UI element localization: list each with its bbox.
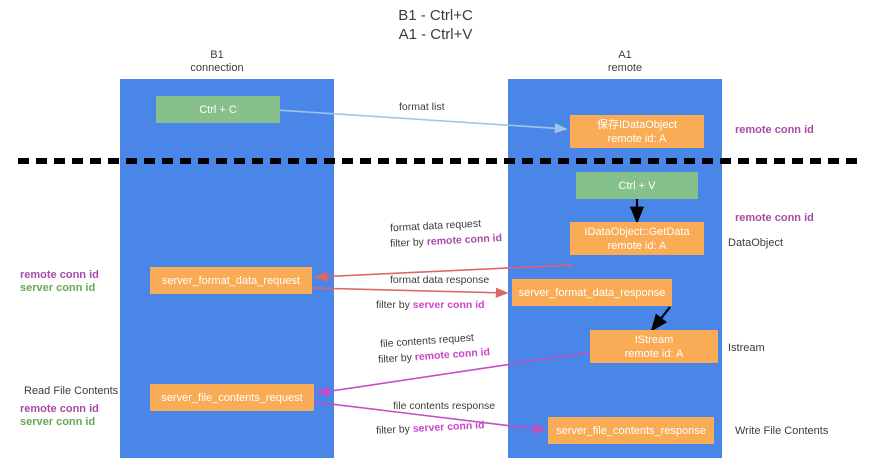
filter-prefix-4: filter by [375, 422, 414, 437]
node-server-file-contents-request-label: server_file_contents_request [161, 391, 303, 404]
node-server-format-data-request-label: server_format_data_request [161, 274, 301, 287]
filter-prefix-3: filter by [377, 351, 416, 366]
node-save-dataobject-remote-id: remote id: A [607, 132, 667, 145]
annotation-right-write-file-contents: Write File Contents [735, 425, 829, 437]
node-ctrl-c-label: Ctrl + C [199, 103, 237, 116]
annotation-left-remote-conn-id-1: remote conn id [20, 269, 99, 281]
annotation-right-dataobject: DataObject [728, 237, 784, 249]
node-save-dataobject-label: 保存IDataObject [596, 118, 678, 131]
filter-key-server-conn-id-2: server conn id [412, 419, 485, 435]
node-getdata[interactable]: IDataObject::GetData remote id: A [570, 222, 704, 255]
lane-header-a1: A1 remote [558, 49, 692, 75]
filter-key-server-conn-id-1: server conn id [412, 299, 485, 311]
lane-a1-name: A1 [618, 49, 632, 61]
node-server-format-data-request[interactable]: server_format_data_request [150, 267, 312, 294]
node-server-file-contents-request[interactable]: server_file_contents_request [150, 384, 314, 411]
filter-prefix-1: filter by [389, 236, 428, 250]
node-getdata-label: IDataObject::GetData [584, 225, 690, 238]
node-istream[interactable]: IStream remote id: A [590, 330, 718, 363]
filter-prefix-2: filter by [376, 299, 413, 311]
edge-label-format-list: format list [399, 101, 445, 113]
node-ctrl-v[interactable]: Ctrl + V [576, 172, 698, 199]
node-server-format-data-response[interactable]: server_format_data_response [512, 279, 672, 306]
node-ctrl-v-label: Ctrl + V [618, 179, 656, 192]
page-title: B1 - Ctrl+C A1 - Ctrl+V [0, 6, 871, 44]
lane-b1-role: connection [190, 62, 244, 74]
annotation-left-server-conn-id-1: server conn id [20, 282, 96, 294]
title-line-1: B1 - Ctrl+C [398, 7, 473, 24]
annotation-left-remote-conn-id-2: remote conn id [20, 403, 99, 415]
node-getdata-remote-id: remote id: A [607, 239, 667, 252]
node-istream-label: IStream [634, 333, 674, 346]
edge-label-file-contents-response: file contents response [393, 400, 496, 412]
lane-header-b1: B1 connection [150, 49, 284, 75]
lane-b1-name: B1 [210, 49, 224, 61]
node-ctrl-c[interactable]: Ctrl + C [156, 96, 280, 123]
edge-format-data-response [311, 287, 509, 298]
node-server-format-data-response-label: server_format_data_response [518, 286, 666, 299]
node-save-dataobject[interactable]: 保存IDataObject remote id: A [570, 115, 704, 148]
edge-filter-format-data-response: filter by server conn id [376, 298, 485, 312]
edge-format-data-request [314, 264, 573, 282]
lane-a1-role: remote [607, 62, 643, 74]
node-server-file-contents-response-label: server_file_contents_response [556, 424, 706, 437]
edge-label-format-data-response: format data response [390, 274, 490, 286]
edge-response-to-istream [650, 306, 671, 332]
node-istream-remote-id: remote id: A [624, 347, 684, 360]
annotation-right-remote-conn-id-2: remote conn id [735, 212, 814, 224]
edge-file-contents-request [316, 351, 593, 397]
edge-format-list [275, 109, 568, 134]
title-line-2: A1 - Ctrl+V [398, 26, 473, 43]
annotation-right-remote-conn-id-1: remote conn id [735, 124, 814, 136]
annotation-left-read-file-contents: Read File Contents [24, 385, 119, 397]
node-server-file-contents-response[interactable]: server_file_contents_response [548, 417, 714, 444]
edge-file-contents-response [313, 401, 547, 434]
filter-key-remote-conn-id-1: remote conn id [426, 232, 503, 248]
annotation-left-server-conn-id-2: server conn id [20, 416, 96, 428]
annotation-right-istream: Istream [728, 342, 765, 354]
